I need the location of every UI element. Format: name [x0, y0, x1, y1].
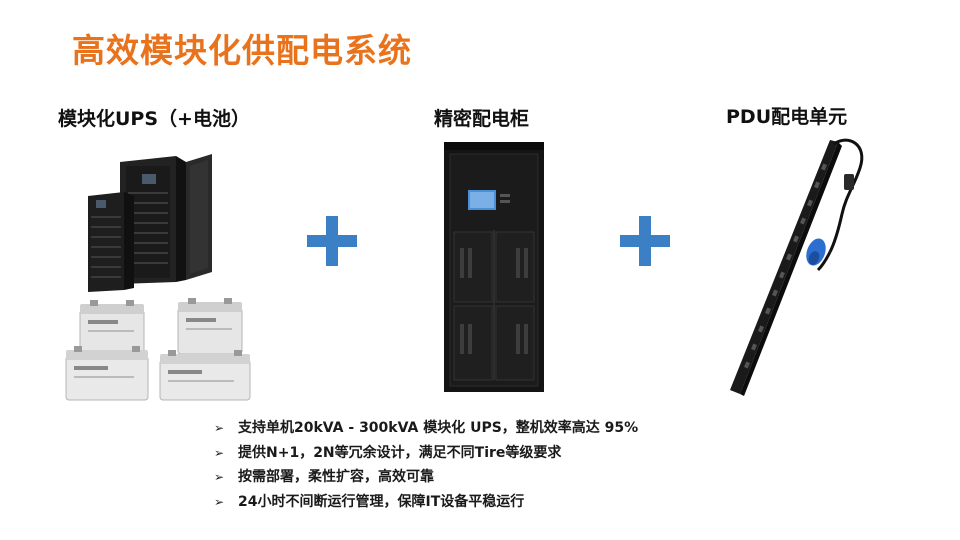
list-item-text: 24小时不间断运行管理，保障IT设备平稳运行 [238, 493, 525, 510]
pdu-image [730, 138, 864, 396]
arrow-bullet-icon: ➢ [214, 421, 225, 435]
distribution-cabinet-image [444, 142, 544, 392]
list-item-text: 提供N+1，2N等冗余设计，满足不同Tire等级要求 [238, 444, 562, 461]
pdu-label: PDU配电单元 [726, 106, 848, 128]
page-title: 高效模块化供配电系统 [72, 31, 412, 70]
cabinet-label: 精密配电柜 [434, 108, 530, 130]
list-item: ➢ 按需部署，柔性扩容，高效可靠 [214, 465, 638, 490]
battery-image [65, 298, 251, 401]
list-item: ➢ 支持单机20kVA - 300kVA 模块化 UPS，整机效率高达 95% [214, 416, 638, 441]
arrow-bullet-icon: ➢ [214, 470, 225, 484]
plus-icon [307, 216, 357, 266]
list-item-text: 支持单机20kVA - 300kVA 模块化 UPS，整机效率高达 95% [238, 420, 639, 436]
plus-icon [620, 216, 670, 266]
list-item: ➢ 24小时不间断运行管理，保障IT设备平稳运行 [214, 490, 638, 515]
feature-list: ➢ 支持单机20kVA - 300kVA 模块化 UPS，整机效率高达 95% … [214, 416, 638, 514]
ups-cabinet-image [88, 154, 212, 292]
arrow-bullet-icon: ➢ [214, 445, 225, 460]
arrow-bullet-icon: ➢ [214, 494, 225, 509]
list-item: ➢ 提供N+1，2N等冗余设计，满足不同Tire等级要求 [214, 441, 638, 466]
ups-label: 模块化UPS（+电池） [58, 108, 250, 130]
list-item-text: 按需部署，柔性扩容，高效可靠 [238, 469, 434, 485]
